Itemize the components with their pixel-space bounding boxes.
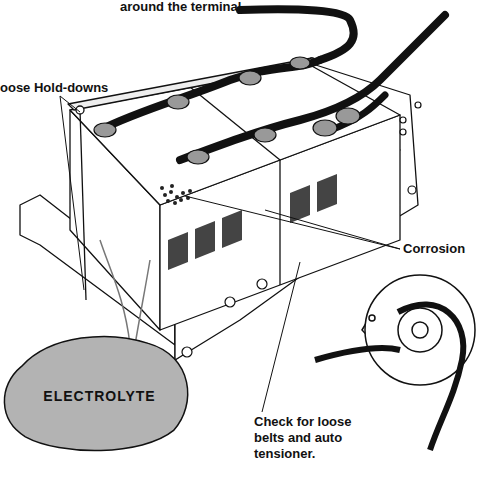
vents <box>168 174 337 270</box>
electrolyte-blob: ELECTROLYTE <box>2 328 197 456</box>
node-text: ELECTROLYTE <box>2 388 197 404</box>
electrolyte-drip <box>135 260 150 345</box>
electrolyte-drip <box>100 240 130 345</box>
corrosion-spots <box>160 184 192 205</box>
drive-belt <box>398 305 463 450</box>
callout-label: Corrosion <box>403 241 480 257</box>
note-text: Check for loose belts and auto tensioner… <box>254 414 384 462</box>
battery-top <box>70 65 400 205</box>
hold-down-rod <box>80 110 86 300</box>
battery-divider <box>279 160 280 285</box>
callout-label: around the terminal. <box>120 0 320 15</box>
callout-label: oose Hold-downs <box>0 80 140 96</box>
drive-belt <box>315 348 400 360</box>
terminals <box>94 57 360 164</box>
cables <box>100 9 445 160</box>
